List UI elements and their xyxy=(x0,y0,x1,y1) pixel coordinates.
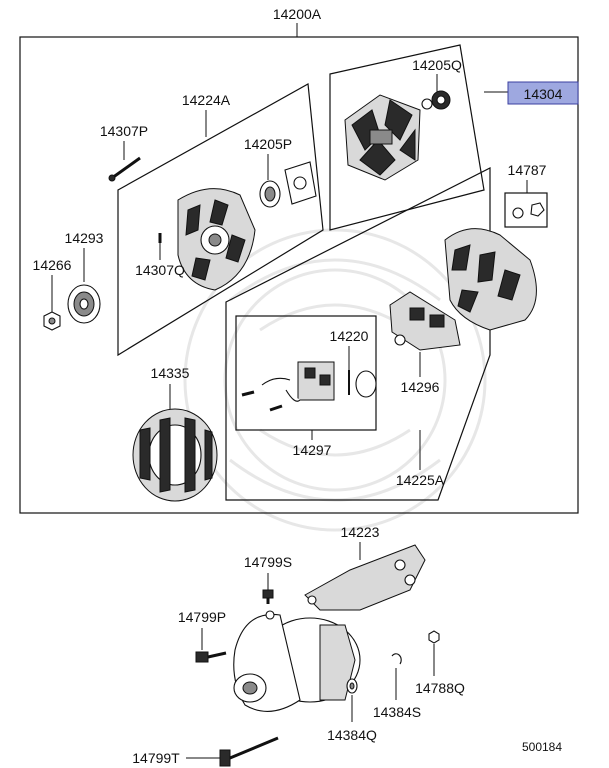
label-14384S: 14384S xyxy=(373,704,421,720)
label-14788Q: 14788Q xyxy=(415,680,465,696)
bolt-14799S xyxy=(262,589,274,604)
bolt-14799P xyxy=(195,651,227,663)
label-14205Q: 14205Q xyxy=(412,57,462,73)
pulley-14293 xyxy=(67,284,101,324)
washer-14384S xyxy=(391,653,402,665)
label-14220: 14220 xyxy=(330,328,369,344)
label-14307Q: 14307Q xyxy=(135,262,185,278)
stator-14335 xyxy=(132,408,218,502)
label-14297: 14297 xyxy=(293,442,332,458)
label-14307P: 14307P xyxy=(100,123,148,139)
label-14225A: 14225A xyxy=(396,472,445,488)
alternator-assembly xyxy=(233,610,361,712)
label-14384Q: 14384Q xyxy=(327,727,377,743)
regulator-14297 xyxy=(241,361,335,412)
label-14304[interactable]: 14304 xyxy=(524,86,563,102)
box-14787 xyxy=(504,192,548,228)
figure-number: 500184 xyxy=(522,740,562,754)
label-14223: 14223 xyxy=(341,524,380,540)
assembly-frame xyxy=(19,36,579,514)
highlight-box-14304[interactable] xyxy=(507,81,579,105)
bolt-14307P xyxy=(108,156,141,182)
bolt-14799T xyxy=(219,736,279,767)
label-14335: 14335 xyxy=(151,365,190,381)
rotor-part xyxy=(344,90,451,181)
label-14799T: 14799T xyxy=(132,750,180,766)
brush-14220 xyxy=(348,370,377,398)
label-14799P: 14799P xyxy=(178,609,226,625)
label-14266: 14266 xyxy=(33,257,72,273)
front-bracket-box xyxy=(117,83,324,357)
label-14296: 14296 xyxy=(401,379,440,395)
rear-bracket-box xyxy=(225,167,491,501)
rear-bracket-part xyxy=(444,228,537,331)
label-14787: 14787 xyxy=(508,162,547,178)
label-14205P: 14205P xyxy=(244,136,292,152)
label-14224A: 14224A xyxy=(182,92,231,108)
label-14799S: 14799S xyxy=(244,554,292,570)
bearing-14205P xyxy=(259,161,317,208)
rectifier-14296 xyxy=(389,291,461,351)
regulator-box xyxy=(235,315,377,431)
label-14200A: 14200A xyxy=(273,6,322,22)
rotor-kit-box xyxy=(329,44,485,231)
nut-14788Q xyxy=(428,630,440,644)
nut-14266 xyxy=(43,311,61,331)
bracket-14223 xyxy=(304,544,426,611)
front-bracket-part xyxy=(177,188,256,291)
washer-14384Q xyxy=(346,678,358,694)
nuts-14787 xyxy=(512,202,545,219)
label-14293: 14293 xyxy=(65,230,104,246)
